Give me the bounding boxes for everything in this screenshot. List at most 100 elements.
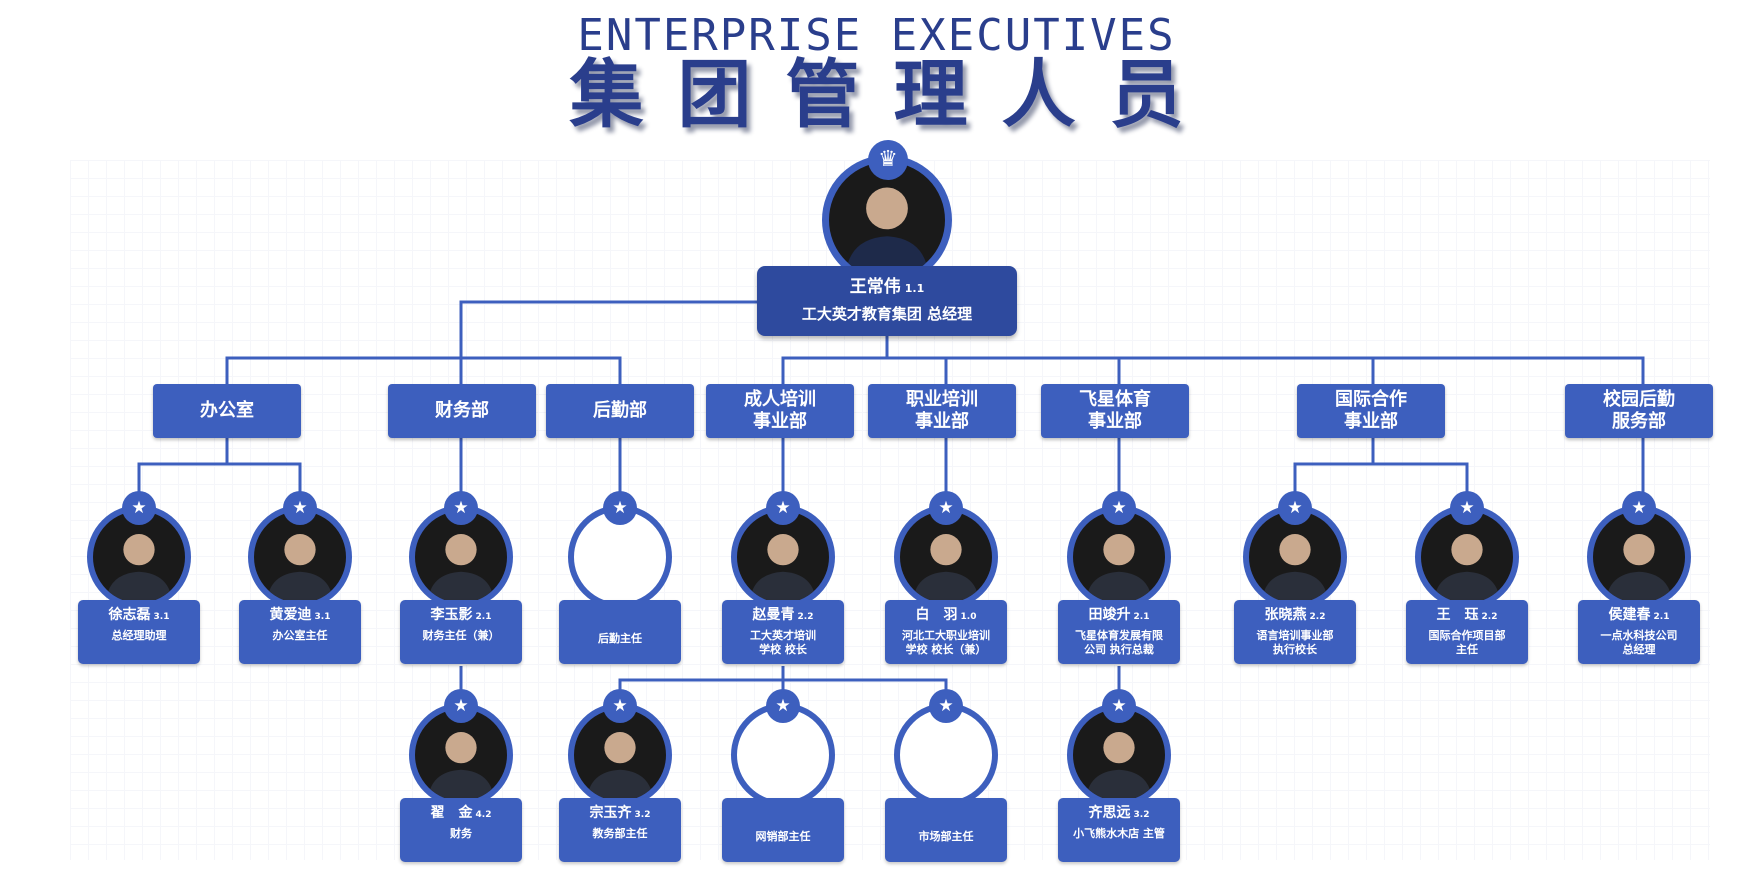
person-silhouette-icon (1085, 732, 1153, 801)
p9-star-badge: ★ (1450, 491, 1484, 525)
star-icon: ★ (612, 497, 628, 518)
dept-vocational: 职业培训 事业部 (868, 384, 1016, 438)
ceo-name: 王常伟 (849, 277, 901, 297)
person-silhouette-icon (586, 732, 654, 801)
person-level: 1.0 (960, 612, 977, 622)
p14-star-badge: ★ (929, 689, 963, 723)
person-role: 后勤主任 (598, 632, 642, 645)
star-icon: ★ (938, 695, 954, 716)
star-icon: ★ (453, 695, 469, 716)
person-name: 黄爱迪 (269, 607, 312, 623)
star-icon: ★ (1459, 497, 1475, 518)
person-name: 侯建春 (1608, 607, 1651, 623)
person-role: 教务部主任 (592, 827, 648, 840)
p4-star-badge: ★ (603, 491, 637, 525)
title-chinese: 集团管理人员 (569, 52, 1218, 138)
connector-office-staff (137, 438, 302, 492)
person-silhouette-icon (1261, 534, 1329, 603)
star-icon: ★ (612, 695, 628, 716)
dept-adult: 成人培训 事业部 (706, 384, 854, 438)
star-icon: ★ (775, 497, 791, 518)
person-name: 张晓燕 (1264, 607, 1307, 623)
ceo-role: 工大英才教育集团 总经理 (801, 305, 973, 323)
person-name: 王 珏 (1436, 607, 1479, 623)
person-name: 白 羽 (915, 607, 958, 623)
p11-star-badge: ★ (444, 689, 478, 723)
person-level: 2.1 (1133, 612, 1150, 622)
connector-adult-sub (618, 666, 948, 690)
person-role: 财务主任（兼） (422, 629, 500, 642)
person-role: 工大英才培训 学校 校长 (750, 629, 816, 656)
dept-sports: 飞星体育 事业部 (1041, 384, 1189, 438)
connector-right-group (781, 356, 1645, 384)
p2-star-badge: ★ (283, 491, 317, 525)
person-level: 2.1 (1653, 612, 1670, 622)
person-name: 田竣升 (1088, 607, 1131, 623)
person-name: 翟 金 (430, 805, 473, 821)
person-name: 宗玉齐 (589, 805, 632, 821)
person-silhouette-icon (1605, 534, 1673, 603)
person-level: 3.2 (1133, 810, 1150, 820)
person-level: 3.1 (314, 612, 331, 622)
person-silhouette-icon (749, 534, 817, 603)
person-role: 市场部主任 (918, 830, 974, 843)
connector-ceo-finance (459, 300, 757, 388)
person-silhouette-icon (105, 534, 173, 603)
person-role: 国际合作项目部 主任 (1428, 629, 1506, 656)
dept-campus: 校园后勤 服务部 (1565, 384, 1713, 438)
p4-card: 后勤主任 (559, 600, 681, 664)
dept-office: 办公室 (153, 384, 301, 438)
star-icon: ★ (1111, 695, 1127, 716)
p13-star-badge: ★ (766, 689, 800, 723)
star-icon: ★ (1111, 497, 1127, 518)
dept-intl: 国际合作 事业部 (1297, 384, 1445, 438)
star-icon: ★ (775, 695, 791, 716)
star-icon: ★ (453, 497, 469, 518)
p12-star-badge: ★ (603, 689, 637, 723)
p15-star-badge: ★ (1102, 689, 1136, 723)
person-level: 4.2 (475, 810, 492, 820)
person-silhouette-icon (427, 732, 495, 801)
p10-star-badge: ★ (1622, 491, 1656, 525)
person-name: 徐志磊 (108, 607, 151, 623)
p14-card: 市场部主任 (885, 798, 1007, 862)
person-name: 赵曼青 (752, 607, 795, 623)
p13-card: 网销部主任 (722, 798, 844, 862)
connector-left-group (225, 356, 622, 384)
dept-finance: 财务部 (388, 384, 536, 438)
person-role: 河北工大职业培训 学校 校长（兼） (902, 629, 990, 656)
person-level: 2.2 (1309, 612, 1326, 622)
star-icon: ★ (938, 497, 954, 518)
person-role: 总经理助理 (111, 629, 167, 642)
star-icon: ★ (292, 497, 308, 518)
p1-star-badge: ★ (122, 491, 156, 525)
person-silhouette-icon (427, 534, 495, 603)
dept-logistics: 后勤部 (546, 384, 694, 438)
star-icon: ★ (131, 497, 147, 518)
person-name: 齐思远 (1088, 805, 1131, 821)
person-silhouette-icon (1085, 534, 1153, 603)
person-name: 李玉影 (430, 607, 473, 623)
crown-icon: ♛ (878, 147, 898, 172)
ceo-level: 1.1 (904, 282, 925, 295)
crown-badge: ♛ (868, 140, 908, 180)
p5-star-badge: ★ (766, 491, 800, 525)
person-role: 语言培训事业部 执行校长 (1256, 629, 1334, 656)
person-silhouette-icon (912, 534, 980, 603)
person-silhouette-icon (266, 534, 334, 603)
p3-star-badge: ★ (444, 491, 478, 525)
connector-intl-staff (1293, 438, 1469, 492)
person-role: 办公室主任 (272, 629, 328, 642)
